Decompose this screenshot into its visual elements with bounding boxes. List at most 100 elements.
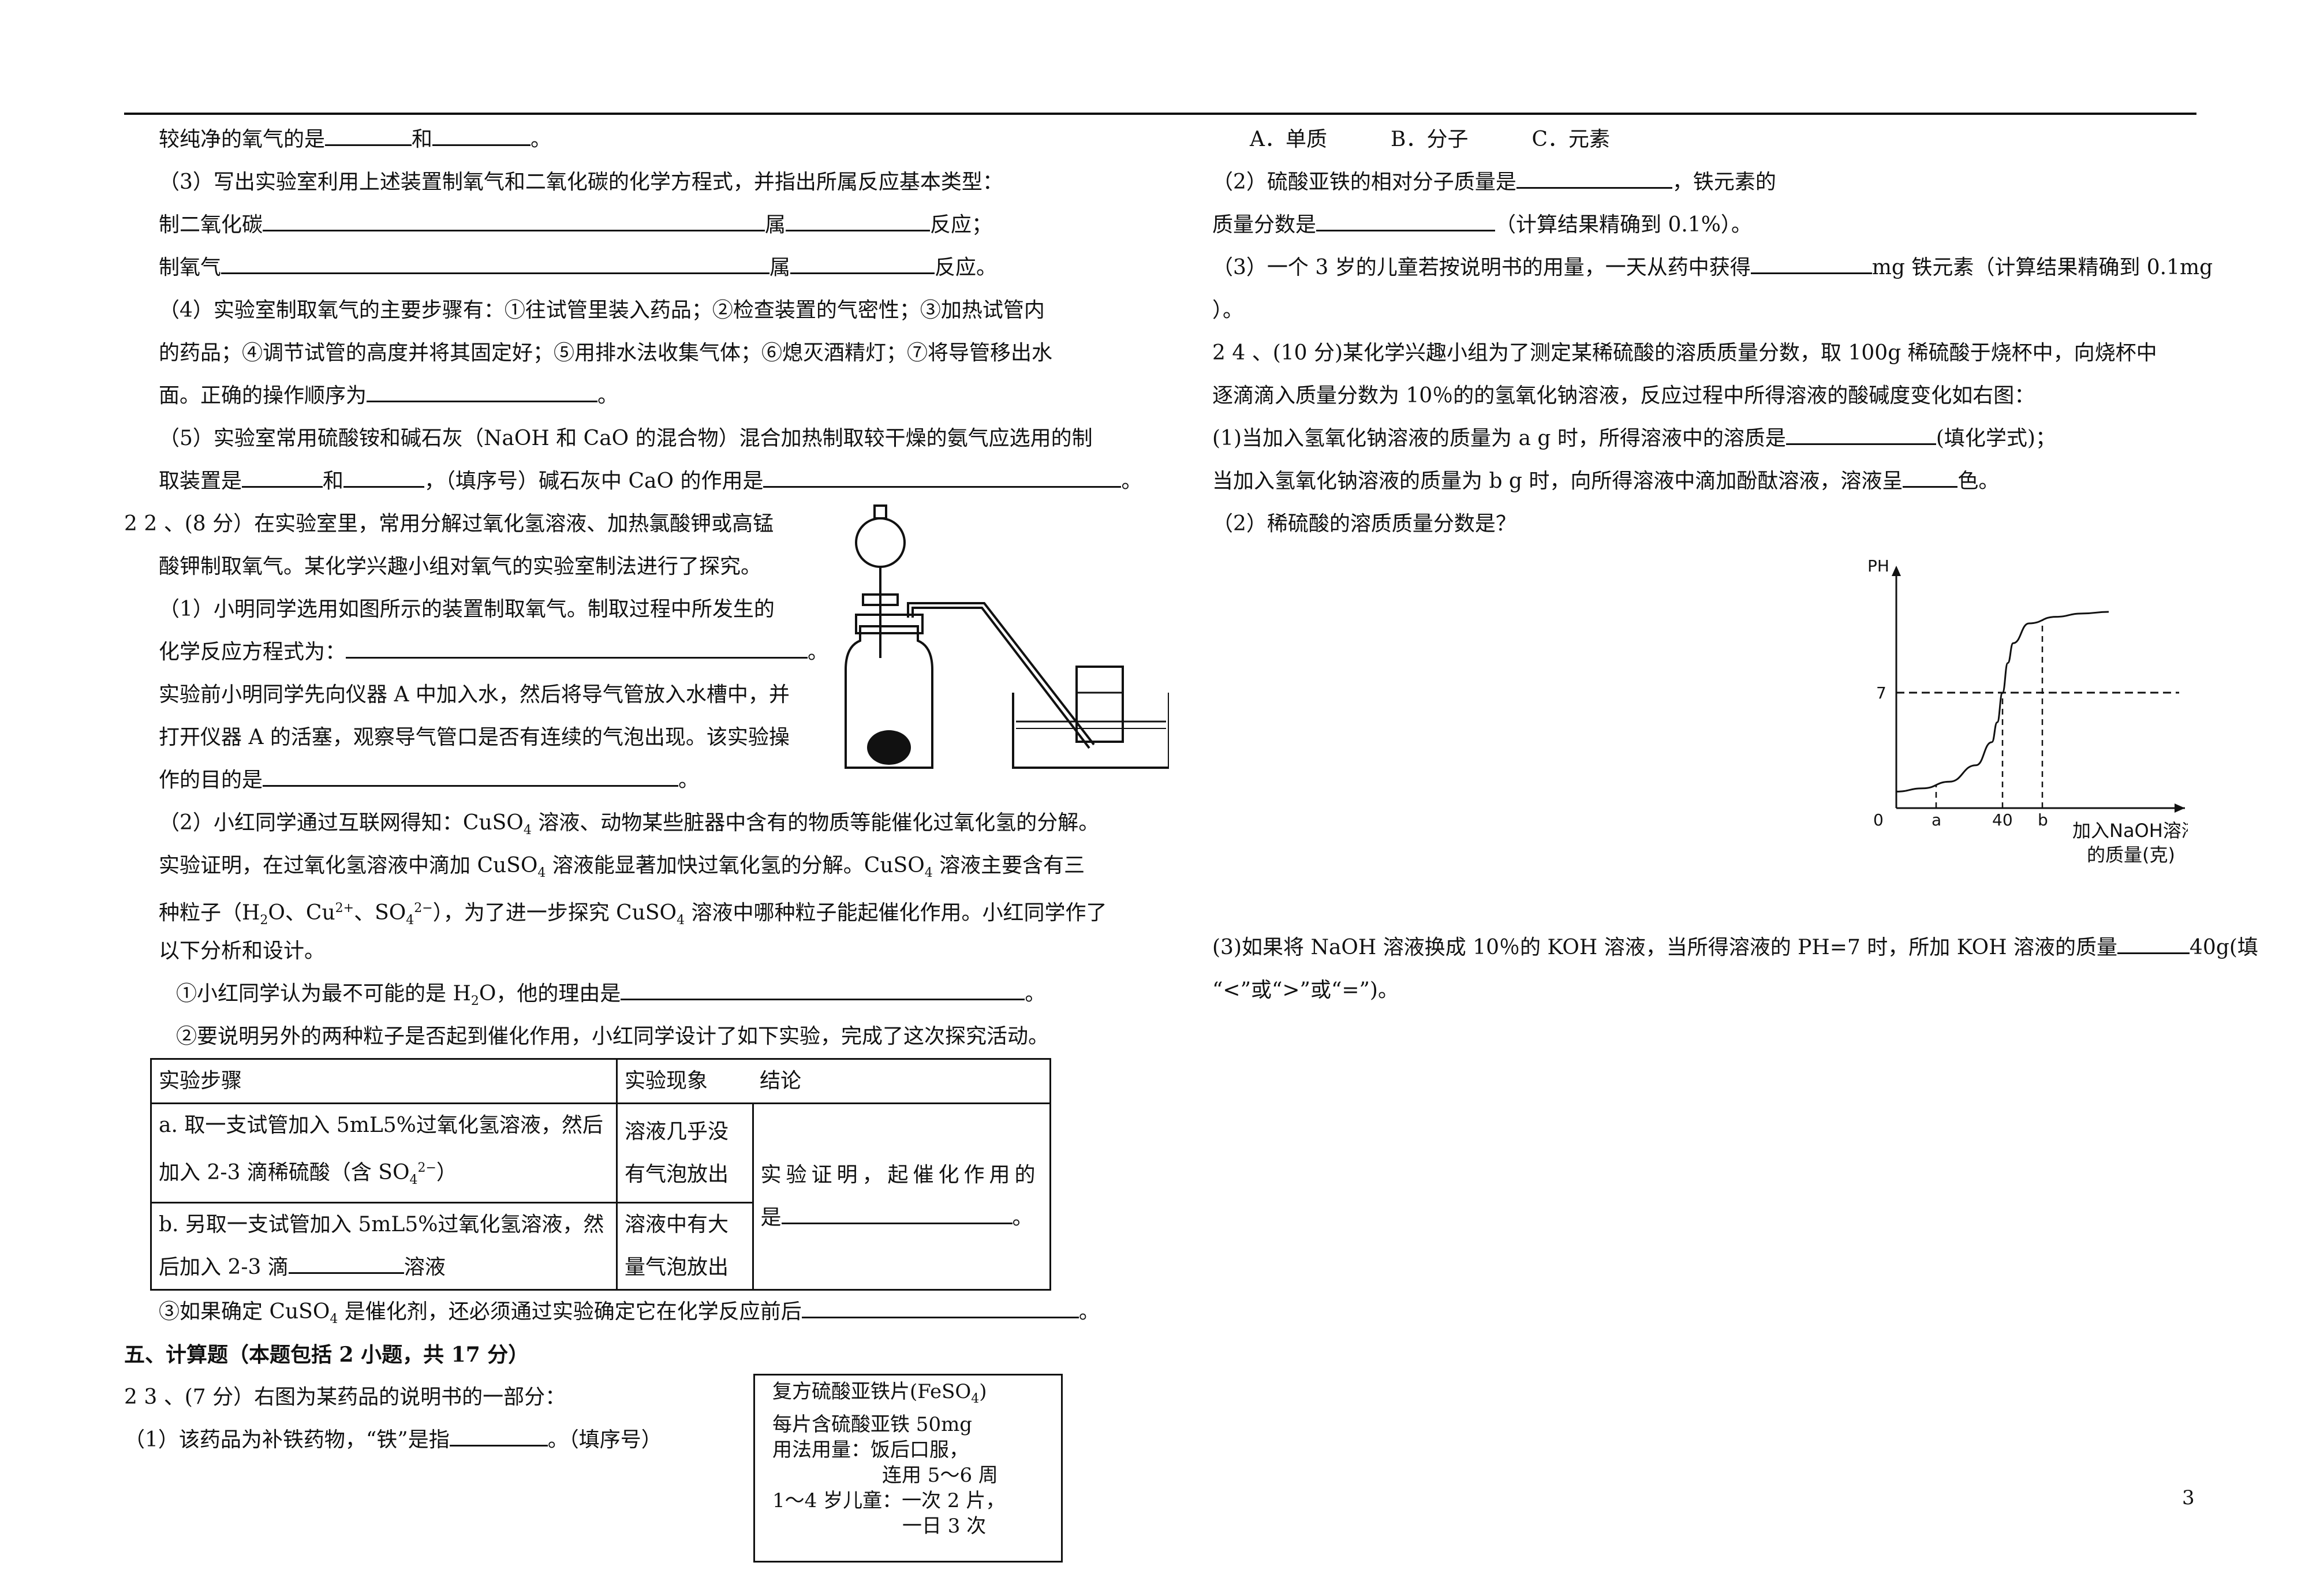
text: 制氧气 (159, 256, 222, 279)
line-r5: ）。 (1212, 298, 1244, 322)
subscript: 4 (924, 866, 933, 881)
text: 加入 2-3 滴稀硫酸（含 SO (159, 1161, 410, 1184)
answer-blank[interactable] (781, 1199, 1013, 1225)
subscript: 4 (409, 1173, 418, 1188)
text: 种粒子（H (159, 901, 260, 925)
header-rule (124, 113, 2196, 115)
text: (1)当加入氢氧化钠溶液的质量为 a g 时，所得溶液中的溶质是 (1212, 427, 1786, 450)
answer-blank[interactable] (2117, 929, 2190, 954)
line-q22-10: 种粒子（H2O、Cu2+、SO42−），为了进一步探究 CuSO4 溶液中哪种粒… (124, 887, 1129, 930)
text: 和 (323, 469, 344, 493)
answer-blank[interactable] (432, 121, 531, 146)
line-q24-2: 逐滴滴入质量分数为 10％的的氢氧化钠溶液，反应过程中所得溶液的酸碱度变化如右图… (1212, 384, 2035, 408)
line-r4: （3）一个 3 岁的儿童若按说明书的用量，一天从药中获得 mg 铁元素（计算结果精… (1212, 246, 2246, 289)
superscript: 2− (417, 1161, 436, 1175)
answer-blank[interactable] (1750, 249, 1872, 274)
drug-label-line: 连用 5～6 周 (882, 1463, 998, 1487)
table-cell: b. 另取一支试管加入 5mL5%过氧化氢溶液，然 后加入 2-3 滴溶液 (150, 1202, 618, 1291)
answer-blank[interactable] (801, 1294, 1079, 1319)
answer-blank[interactable] (449, 1422, 548, 1447)
answer-blank[interactable] (263, 762, 679, 787)
answer-blank[interactable] (221, 249, 770, 274)
text: 、SO (354, 901, 406, 925)
text: 溶液几乎没 (625, 1119, 729, 1143)
answer-blank[interactable] (621, 975, 1025, 1000)
answer-blank[interactable] (786, 207, 931, 231)
right-column-lower: (3)如果将 NaOH 溶液换成 10％的 KOH 溶液，当所得溶液的 PH=7… (1212, 926, 2258, 1012)
funnel-stopcock (862, 593, 899, 606)
text: 溶液中哪种粒子能起催化作用。小红同学作了 (685, 901, 1107, 925)
text: (填化学式)； (1936, 427, 2056, 450)
line-l2: （3）写出实验室利用上述装置制氧气和二氧化碳的化学方程式，并指出所属反应基本类型… (159, 170, 1003, 194)
line-l8: （5）实验室常用硫酸铵和碱石灰（NaOH 和 CaO 的混合物）混合加热制取较干… (159, 427, 1093, 450)
text: a. 取一支试管加入 5mL5%过氧化氢溶液，然后 (159, 1113, 603, 1137)
line-q22-12: ①小红同学认为最不可能的是 H2O，他的理由是。 (124, 973, 1129, 1015)
ph-curve (1896, 611, 2109, 793)
y-tick-label: 7 (1876, 683, 1886, 702)
table-header: 实验步骤 (150, 1058, 618, 1104)
x-axis-label: 加入NaOH溶液 (2072, 820, 2188, 842)
text: 作的目的是 (159, 768, 263, 792)
table-header: 结论 (753, 1058, 1051, 1104)
line-l9: 取装置是和，（填序号）碱石灰中 CaO 的作用是。 (124, 460, 1142, 503)
subscript: 4 (677, 913, 685, 928)
y-axis-label: PH (1867, 556, 1889, 575)
text: mg 铁元素（计算结果精确到 0.1mg (1871, 256, 2213, 279)
text: O，他的理由是 (479, 982, 621, 1006)
text: 面。正确的操作顺序为 (159, 384, 367, 408)
table-row: b. 另取一支试管加入 5mL5%过氧化氢溶液，然 后加入 2-3 滴溶液 溶液… (150, 1202, 1051, 1291)
text: 反应。 (935, 256, 998, 279)
text: 量气泡放出 (625, 1255, 729, 1280)
text: （3）一个 3 岁的儿童若按说明书的用量，一天从药中获得 (1212, 256, 1751, 279)
text: ，（填序号）碱石灰中 CaO 的作用是 (424, 469, 764, 493)
text: 制二氧化碳 (159, 213, 263, 237)
answer-blank[interactable] (790, 249, 935, 274)
subscript: 4 (330, 1312, 338, 1327)
answer-blank[interactable] (343, 463, 425, 488)
text: 。（填序号） (547, 1428, 662, 1452)
text: 溶液主要含有三 (932, 854, 1085, 877)
subscript: 2 (260, 913, 268, 928)
text: 质量分数是 (1212, 213, 1317, 237)
subscript: 4 (523, 823, 532, 838)
text: ） (436, 1161, 457, 1184)
x-axis-label: 的质量(克) (2087, 844, 2175, 866)
drug-label-line: 1～4 岁儿童：一次 2 片， (772, 1489, 1006, 1512)
answer-blank[interactable] (346, 634, 808, 659)
answer-blank[interactable] (1516, 164, 1672, 189)
text: 化学反应方程式为： (159, 640, 346, 664)
answer-blank[interactable] (1903, 463, 1958, 488)
text: 实验证明，起催化作用的 (760, 1163, 1040, 1187)
text: 溶液能显著加快过氧化氢的分解。CuSO (546, 854, 925, 877)
answer-blank[interactable] (1316, 207, 1496, 231)
table-cell: a. 取一支试管加入 5mL5%过氧化氢溶液，然后 加入 2-3 滴稀硫酸（含 … (150, 1102, 618, 1204)
line-l3: 制二氧化碳属反应； (124, 204, 1129, 246)
answer-blank[interactable] (288, 1249, 404, 1274)
table-row: a. 取一支试管加入 5mL5%过氧化氢溶液，然后 加入 2-3 滴稀硫酸（含 … (150, 1102, 1051, 1291)
answer-blank[interactable] (367, 377, 598, 402)
line-l4: 制氧气属反应。 (124, 246, 1129, 289)
answer-blank[interactable] (325, 121, 412, 146)
funnel-bulb (855, 517, 906, 568)
text: 。 (597, 384, 619, 408)
line-q22-4: 化学反应方程式为：。 (124, 631, 1129, 674)
option-b: B．分子 (1391, 128, 1469, 151)
text: 实验证明，在过氧化氢溶液中滴加 CuSO (159, 854, 538, 877)
subscript: 4 (406, 913, 414, 928)
collecting-bottle (1075, 666, 1124, 743)
text: 和 (412, 128, 433, 151)
answer-blank[interactable] (242, 463, 323, 488)
text: ) (979, 1380, 987, 1403)
table-cell: 溶液中有大 量气泡放出 (616, 1202, 754, 1291)
answer-blank[interactable] (1785, 420, 1936, 445)
y-axis-arrow (1892, 566, 1901, 576)
answer-blank[interactable] (263, 207, 765, 231)
line-q23-2: （1）该药品为补铁药物，“铁”是指。（填序号） (124, 1419, 1129, 1462)
line-q22-11: 以下分析和设计。 (159, 939, 326, 963)
drug-label-box: 复方硫酸亚铁片(FeSO4) 每片含硫酸亚铁 50mg 用法用量：饭后口服， 连… (753, 1374, 1063, 1563)
answer-blank[interactable] (763, 463, 1122, 488)
section-five-title: 五、计算题（本题包括 2 小题，共 17 分） (124, 1343, 529, 1367)
